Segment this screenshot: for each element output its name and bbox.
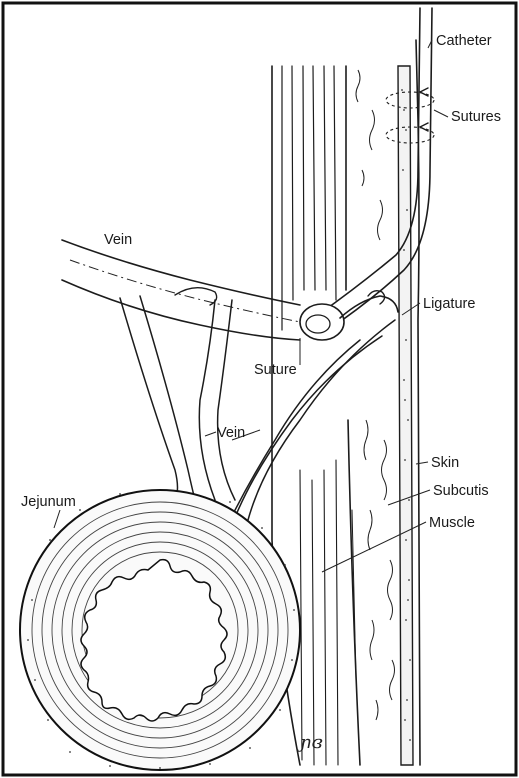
label-suture: Suture — [254, 362, 297, 378]
label-catheter: Catheter — [436, 33, 492, 49]
label-jejunum: Jejunum — [21, 494, 76, 510]
label-sutures: Sutures — [451, 109, 501, 125]
subcutis-layer — [356, 70, 395, 720]
skin-layer — [398, 40, 420, 765]
mesenteric-veins — [120, 296, 395, 520]
label-ligature: Ligature — [423, 296, 475, 312]
artist-signature: ɲɞ — [297, 732, 323, 753]
label-subcutis: Subcutis — [433, 483, 489, 499]
jejunum-cross-section — [20, 490, 300, 770]
label-vein-lower: Vein — [217, 425, 245, 441]
upper-vein — [62, 240, 300, 340]
leader-lines — [54, 40, 448, 572]
label-skin: Skin — [431, 455, 459, 471]
label-vein-top: Vein — [104, 232, 132, 248]
label-muscle: Muscle — [429, 515, 475, 531]
